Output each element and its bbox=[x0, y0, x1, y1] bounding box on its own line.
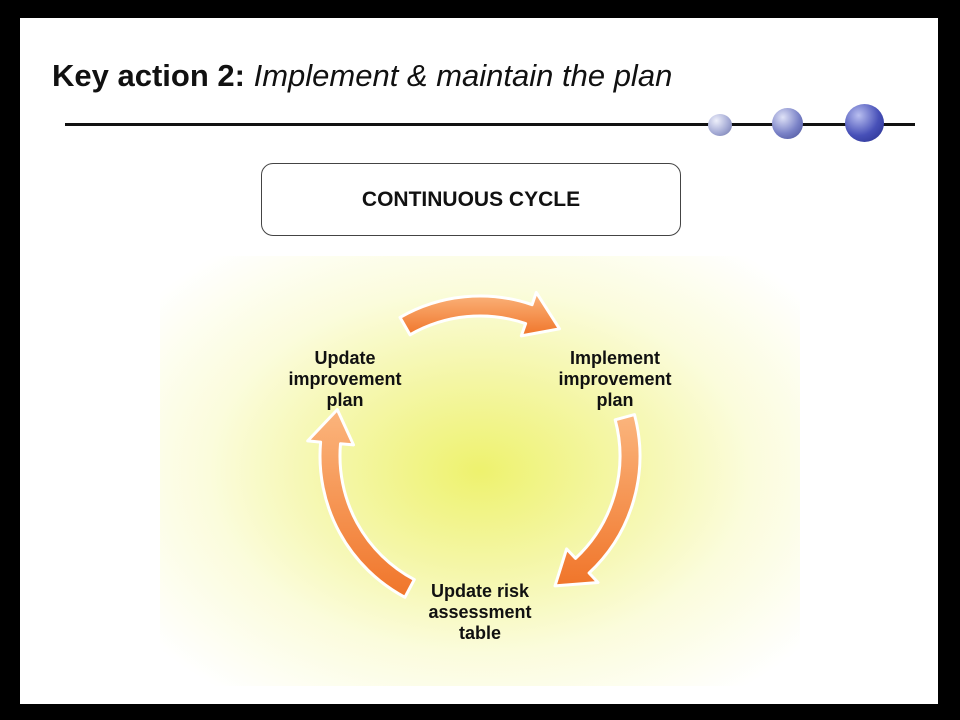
decor-dot-large bbox=[845, 104, 884, 142]
cycle-header-box: CONTINUOUS CYCLE bbox=[261, 163, 681, 236]
cycle-diagram bbox=[306, 290, 642, 599]
decor-dot-medium bbox=[772, 108, 803, 139]
node-update-plan: Update improvement plan bbox=[288, 348, 402, 410]
cycle-background-glow bbox=[160, 256, 800, 686]
decor-dot-small bbox=[708, 114, 732, 136]
page-title: Key action 2: Implement & maintain the p… bbox=[52, 58, 672, 94]
cycle-arrow-left bbox=[306, 408, 416, 599]
cycle-header-label: CONTINUOUS CYCLE bbox=[361, 187, 581, 211]
node-implement-plan: Implement improvement plan bbox=[558, 348, 672, 410]
cycle-arrow-top bbox=[398, 290, 561, 338]
cycle-arrow-right bbox=[553, 413, 642, 588]
slide: Key action 2: Implement & maintain the p… bbox=[20, 18, 938, 704]
title-bold: Key action 2: bbox=[52, 58, 245, 93]
title-italic: Implement & maintain the plan bbox=[253, 58, 673, 93]
title-rule bbox=[65, 123, 915, 126]
node-update-risk-table: Update risk assessment table bbox=[428, 581, 532, 643]
